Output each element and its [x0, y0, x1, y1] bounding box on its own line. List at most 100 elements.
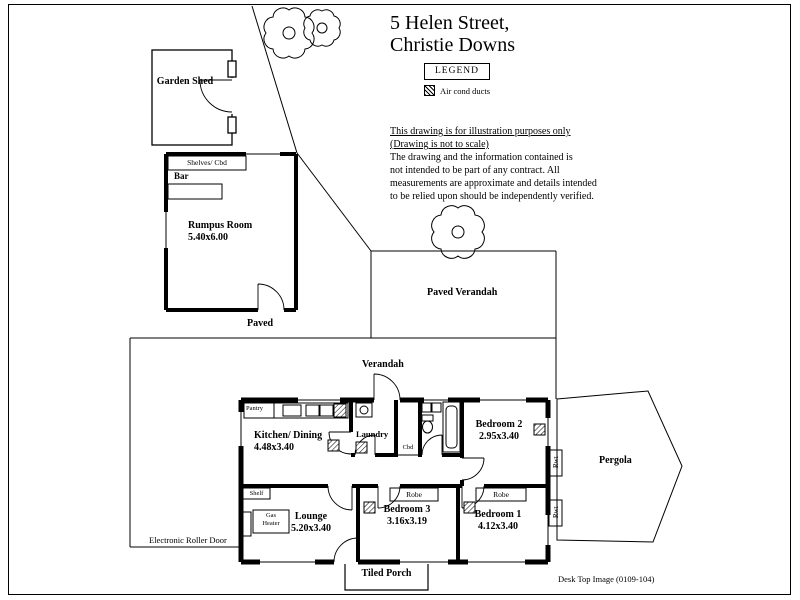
room-dims: 4.12x3.40: [478, 521, 518, 532]
kitchen-fixtures: [243, 402, 349, 419]
page-title-line1: 5 Helen Street,: [390, 12, 510, 34]
door-swing-arc: [327, 485, 353, 511]
room-label-lounge: Lounge 5.20x3.40: [271, 511, 351, 535]
house-outer-walls: [238, 397, 551, 565]
tree-icon: [282, 26, 296, 40]
air-duct-icon: [533, 423, 546, 436]
label-robe-right: Robe: [493, 490, 509, 499]
shelf-outline: [242, 487, 271, 500]
door-swing-arc: [257, 283, 285, 311]
robes: [389, 487, 527, 502]
room-dims: 3.16x3.19: [387, 516, 427, 527]
air-duct-icons: [327, 423, 546, 514]
vanity: [431, 402, 442, 413]
toilet: [421, 414, 434, 422]
door-swing-arcs: [327, 373, 485, 563]
door-swing-arc: [354, 434, 376, 456]
disclaimer: This drawing is for illustration purpose…: [390, 125, 630, 203]
rainwater-tanks: [548, 449, 563, 527]
bath-tub: [442, 401, 461, 453]
stove: [282, 404, 302, 417]
pergola-outline: [556, 390, 683, 543]
label-shelves-cbd: Shelves/ Cbd: [187, 158, 227, 167]
area-label-pergola: Pergola: [599, 455, 632, 466]
door-swing-arc: [373, 373, 401, 401]
label-bar: Bar: [174, 171, 189, 181]
rainwater-tank: [548, 499, 563, 527]
air-duct-legend-icon: [424, 85, 435, 96]
disclaimer-line: The drawing and the information containe…: [390, 152, 573, 163]
disclaimer-line: to be relied upon should be independentl…: [390, 191, 594, 202]
door-swing-arc: [199, 79, 233, 113]
air-duct-icon: [463, 501, 476, 514]
room-name: Lounge: [294, 511, 328, 522]
label-robe-left: Robe: [406, 490, 422, 499]
sink: [319, 404, 334, 417]
room-dims: 5.40x6.00: [188, 232, 228, 243]
disclaimer-line: This drawing is for illustration purpose…: [390, 126, 571, 137]
vanity: [421, 402, 432, 413]
rumpus-windows: [165, 153, 280, 248]
room-label-bedroom2: Bedroom 2 2.95x3.40: [459, 419, 539, 443]
tree-icon: [263, 7, 315, 59]
legend: LEGEND Air cond ducts: [424, 63, 490, 96]
room-label-garden-shed: Garden Shed: [156, 76, 214, 87]
room-dims: 4.48x3.40: [254, 442, 294, 453]
robe-outline: [475, 487, 527, 502]
tree-icon: [451, 225, 465, 239]
label-gas-heater: Gas Heater: [253, 512, 289, 528]
robe-outline: [389, 487, 439, 502]
tree-icons: [263, 7, 485, 259]
page-border: [8, 4, 791, 595]
room-label-kitchen: Kitchen/ Dining 4.48x3.40: [254, 430, 322, 454]
rumpus-walls: [164, 152, 298, 312]
bar-counter: [167, 183, 223, 200]
tree-icon: [316, 22, 328, 34]
gas-heater-outline: [252, 509, 290, 534]
garden-shed-outline: [151, 49, 237, 146]
area-label-paved: Paved: [247, 318, 274, 329]
bathroom-fixtures: [421, 401, 461, 453]
gas-heater-outline: [242, 511, 252, 537]
label-shelf: Shelf: [249, 490, 264, 497]
label-pantry: Pantry: [246, 405, 263, 412]
toilet: [422, 420, 433, 434]
gas-heater-line1: Gas: [265, 512, 277, 519]
label-rwt-bottom: Rwt: [551, 506, 560, 519]
lounge-fixtures: [242, 487, 290, 537]
door-swing-arc: [333, 537, 359, 563]
room-name: Kitchen/ Dining: [254, 430, 323, 441]
windows: [240, 399, 549, 563]
tree-icon: [431, 205, 485, 259]
area-label-tiled-porch: Tiled Porch: [361, 568, 412, 579]
rainwater-tank: [548, 449, 563, 477]
tree-icon: [303, 9, 341, 47]
sink: [305, 404, 320, 417]
room-dims: 5.20x3.40: [291, 523, 331, 534]
shelves-cupboard: [167, 155, 247, 171]
area-label-paved-verandah: Paved Verandah: [427, 287, 498, 298]
area-label-verandah: Verandah: [362, 359, 404, 370]
legend-item-label: Air cond ducts: [440, 85, 491, 96]
room-name: Bedroom 1: [474, 509, 522, 520]
room-label-bedroom3: Bedroom 3 3.16x3.19: [367, 504, 447, 528]
room-label-laundry: Laundry: [356, 429, 389, 439]
disclaimer-line: measurements are approximate and details…: [390, 178, 597, 189]
label-rwt-top: Rwt: [551, 456, 560, 469]
disclaimer-line: not intended to be part of any contract.…: [390, 165, 560, 176]
air-duct-icon: [363, 501, 376, 514]
door-swing-arc: [421, 434, 443, 456]
footer-credit: Desk Top Image (0109-104): [558, 574, 655, 584]
label-electronic-roller-door: Electronic Roller Door: [149, 535, 227, 545]
room-label-rumpus: Rumpus Room 5.40x6.00: [188, 220, 252, 244]
room-name: Bedroom 2: [475, 419, 523, 430]
kitchen-counter: [243, 402, 349, 419]
air-duct-icon: [327, 439, 340, 452]
room-label-bedroom1: Bedroom 1 4.12x3.40: [458, 509, 538, 533]
laundry-fixtures: [355, 402, 373, 418]
rumpus-fixtures: [167, 155, 247, 200]
air-duct-icon: [355, 441, 368, 454]
laundry-tub: [355, 402, 373, 418]
label-cbd: Cbd: [402, 444, 414, 451]
